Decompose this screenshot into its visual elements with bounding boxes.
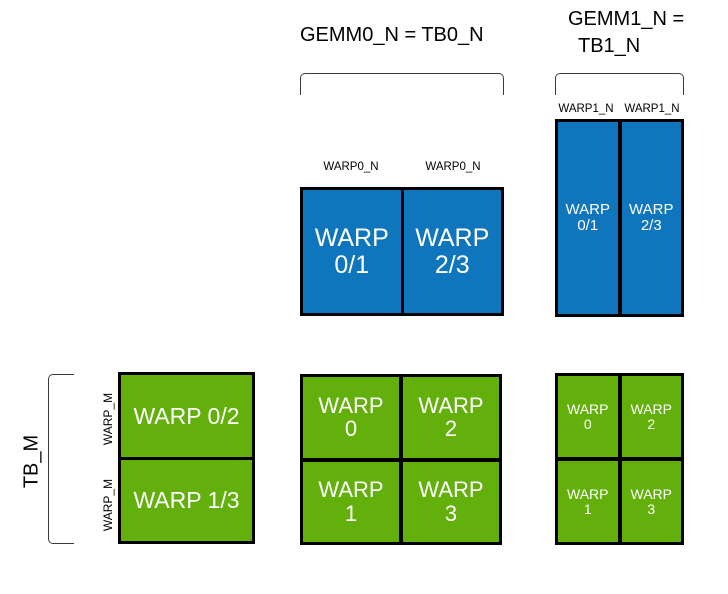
- tile-green-right-warp-3: WARP 3: [621, 461, 681, 542]
- tile-green-right-warp-2: WARP 2: [621, 376, 681, 457]
- tile-green-right-warp-1: WARP 1: [558, 461, 618, 542]
- tile-blue-right-warp-2-3: WARP 2/3: [621, 122, 681, 314]
- tile-green-mid-warp-0: WARP 0: [303, 377, 399, 458]
- heading-gemm1-n-line2: TB1_N: [578, 35, 641, 57]
- group-green-gemm0: WARP 0 WARP 2 WARP 1 WARP 3: [300, 374, 502, 545]
- brace-gemm1-n: [555, 73, 684, 95]
- label-tb-m: TB_M: [20, 434, 43, 489]
- label-warp1-n-right: WARP1_N: [624, 103, 680, 115]
- label-warp-m-bottom: WARP_M: [101, 478, 115, 532]
- label-warp0-n-left: WARP0_N: [323, 161, 379, 173]
- tile-blue-warp-0-1: WARP 0/1: [303, 190, 401, 313]
- tile-green-warp-1-3: WARP 1/3: [121, 459, 252, 541]
- brace-tb-m: [48, 374, 74, 544]
- group-blue-gemm0: WARP 0/1 WARP 2/3: [300, 187, 504, 316]
- heading-gemm0-n: GEMM0_N = TB0_N: [300, 24, 484, 46]
- tile-green-warp-0-2: WARP 0/2: [121, 375, 252, 457]
- label-warp1-n-left: WARP1_N: [558, 103, 614, 115]
- tile-green-mid-warp-3: WARP 3: [403, 461, 499, 542]
- tile-green-mid-warp-2: WARP 2: [403, 377, 499, 458]
- heading-gemm1-n-line1: GEMM1_N =: [568, 8, 685, 30]
- group-green-tb: WARP 0/2 WARP 1/3: [118, 372, 255, 544]
- group-blue-gemm1: WARP 0/1 WARP 2/3: [555, 119, 684, 317]
- brace-gemm0-n: [300, 73, 504, 95]
- group-green-gemm1: WARP 0 WARP 2 WARP 1 WARP 3: [555, 373, 684, 545]
- label-warp0-n-right: WARP0_N: [425, 161, 481, 173]
- tile-blue-warp-2-3: WARP 2/3: [403, 190, 501, 313]
- tile-green-mid-warp-1: WARP 1: [303, 461, 399, 542]
- label-warp-m-top: WARP_M: [101, 392, 115, 446]
- tile-green-right-warp-0: WARP 0: [558, 376, 618, 457]
- tile-blue-right-warp-0-1: WARP 0/1: [558, 122, 618, 314]
